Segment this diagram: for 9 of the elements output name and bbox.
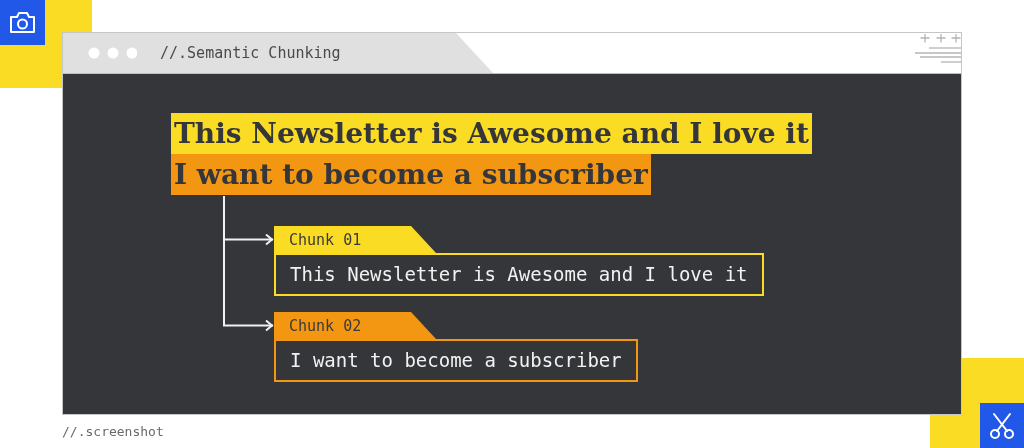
connector-arrow	[223, 195, 274, 332]
caption: //.screenshot	[62, 424, 164, 439]
highlighted-sentence: This Newsletter is Awesome and I love it	[171, 113, 812, 154]
chunk-label-tab: Chunk 02	[274, 312, 436, 339]
highlighted-sentence: I want to become a subscriber	[171, 154, 651, 195]
chunk-card: I want to become a subscriber	[274, 339, 638, 382]
chunk-label-tab: Chunk 01	[274, 226, 436, 253]
window-title: //.Semantic Chunking	[160, 43, 341, 64]
chunk-card: This Newsletter is Awesome and I love it	[274, 253, 764, 296]
